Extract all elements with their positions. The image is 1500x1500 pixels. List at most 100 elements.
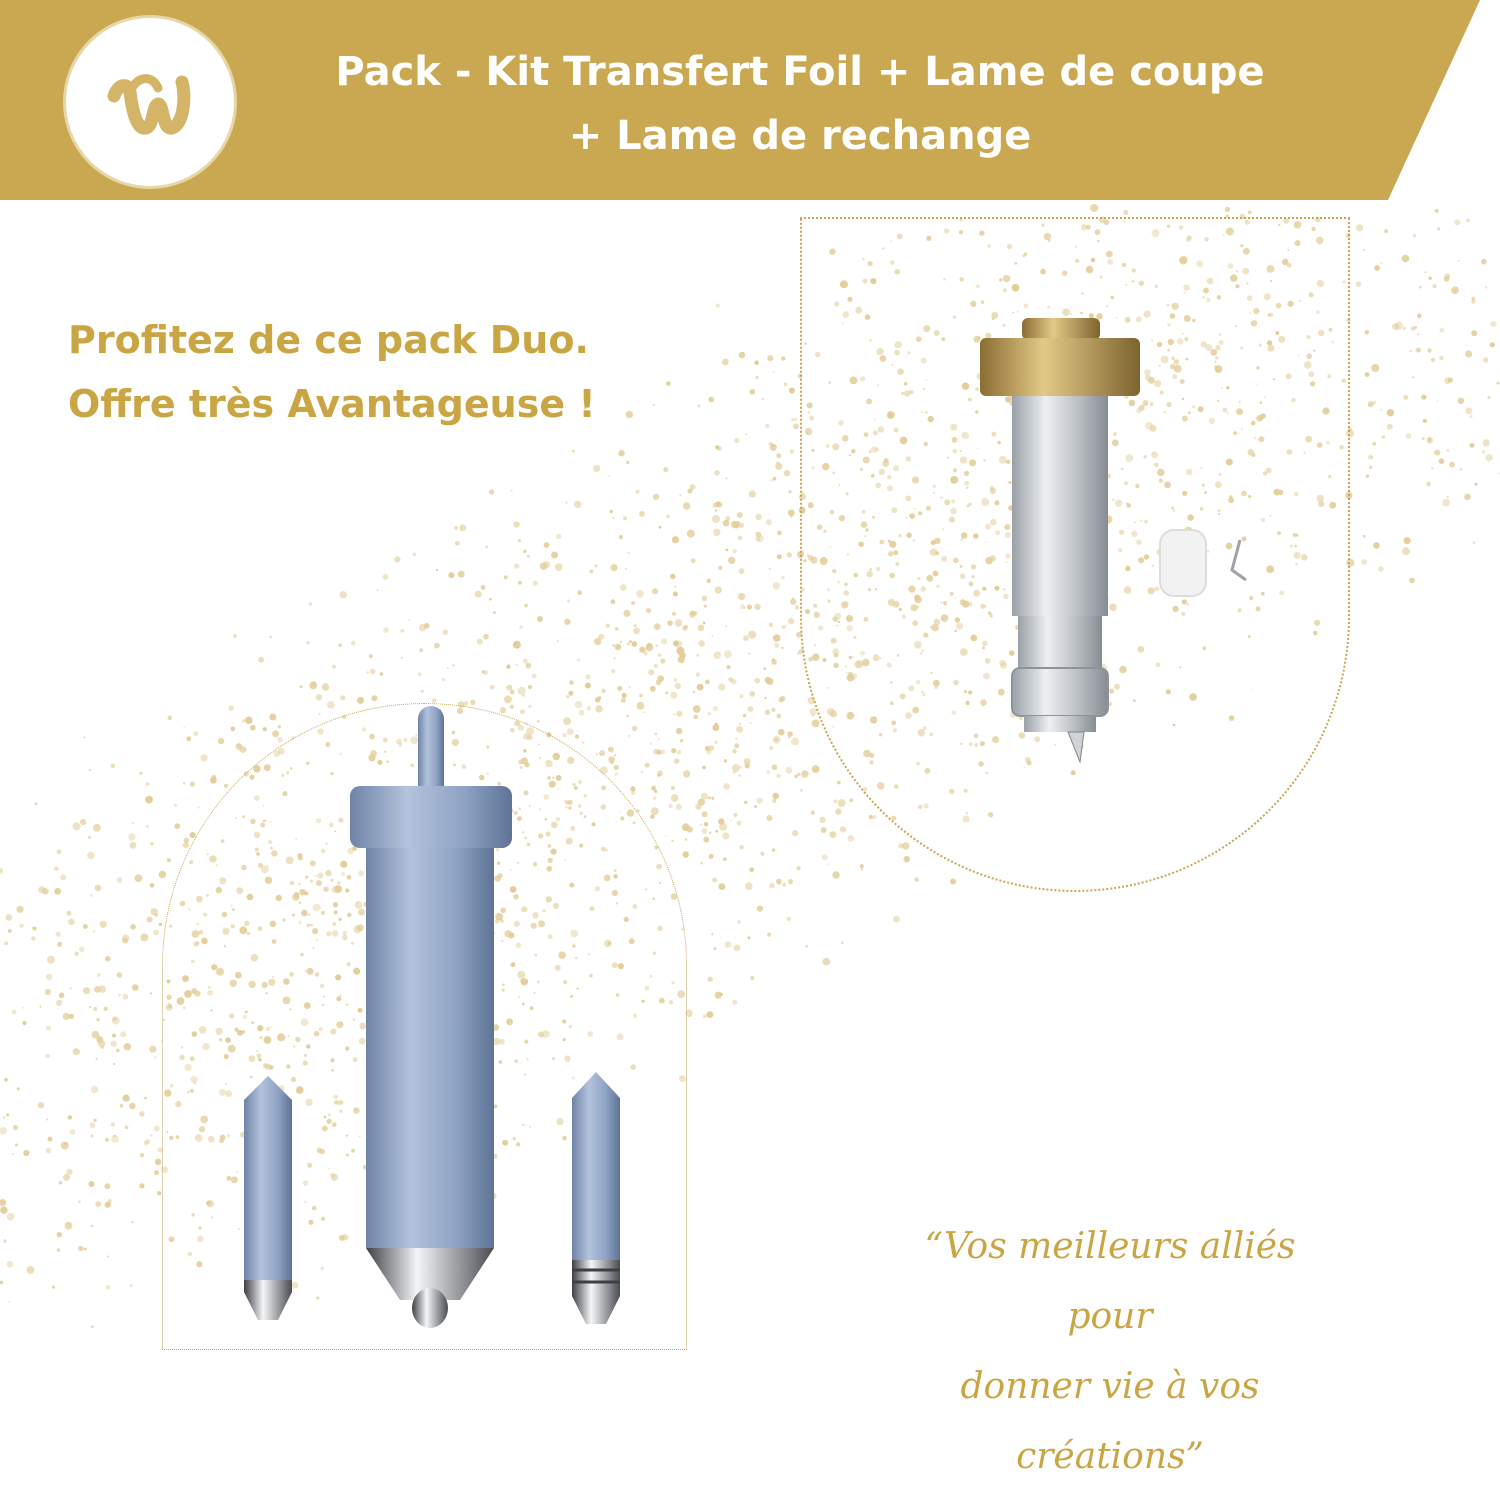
speckle-dot (149, 883, 155, 888)
speckle-dot (302, 1060, 308, 1066)
speckle-dot (1465, 350, 1473, 358)
speckle-dot (980, 603, 986, 609)
speckle-dot (168, 1002, 170, 1005)
speckle-dot (665, 691, 669, 695)
speckle-dot (1471, 299, 1476, 304)
speckle-dot (696, 654, 699, 657)
speckle-dot (72, 1048, 80, 1056)
speckle-dot (940, 601, 943, 604)
speckle-dot (990, 518, 997, 526)
speckle-dot (0, 868, 4, 874)
speckle-dot (166, 994, 172, 1000)
speckle-dot (569, 680, 574, 685)
speckle-dot (492, 1037, 501, 1046)
speckle-dot (224, 1082, 228, 1085)
speckle-dot (737, 920, 741, 924)
speckle-dot (16, 905, 24, 913)
speckle-dot (908, 585, 916, 593)
speckle-dot (290, 1076, 297, 1083)
speckle-dot (1415, 347, 1421, 353)
speckle-dot (772, 476, 777, 481)
speckle-dot (796, 772, 801, 777)
speckle-dot (669, 1000, 674, 1005)
speckle-dot (520, 978, 525, 983)
speckle-dot (926, 574, 934, 582)
speckle-dot (1481, 450, 1485, 454)
speckle-dot (716, 446, 722, 451)
speckle-dot (1143, 554, 1150, 560)
speckle-dot (778, 696, 784, 703)
speckle-dot (23, 1149, 30, 1156)
speckle-dot (483, 633, 489, 640)
speckle-dot (805, 944, 808, 948)
speckle-dot (116, 972, 123, 978)
speckle-dot (275, 719, 277, 721)
speckle-dot (813, 603, 818, 608)
speckle-dot (849, 798, 854, 802)
speckle-dot (0, 1199, 7, 1207)
speckle-dot (140, 933, 149, 942)
speckle-dot (951, 499, 956, 504)
speckle-dot (418, 623, 427, 632)
speckle-dot (725, 516, 731, 521)
speckle-dot (303, 1002, 311, 1009)
speckle-dot (34, 802, 38, 806)
speckle-dot (1372, 441, 1376, 446)
speckle-dot (1004, 524, 1011, 531)
speckle-dot (129, 841, 137, 849)
speckle-dot (733, 944, 741, 952)
speckle-dot (484, 545, 489, 549)
promo-line-2: Offre très Avantageuse ! (68, 382, 596, 426)
speckle-dot (673, 640, 679, 647)
speckle-dot (807, 502, 814, 509)
speckle-dot (1402, 326, 1407, 330)
speckle-dot (910, 604, 918, 612)
speckle-dot (54, 866, 59, 872)
speckle-dot (339, 994, 342, 997)
speckle-dot (625, 410, 634, 419)
speckle-dot (1403, 394, 1409, 400)
speckle-dot (154, 1125, 160, 1132)
speckle-dot (1380, 408, 1382, 411)
speckle-dot (1426, 481, 1431, 487)
speckle-dot (434, 642, 440, 649)
speckle-dot (517, 686, 526, 695)
speckle-dot (1374, 265, 1380, 271)
speckle-dot (327, 701, 335, 709)
speckle-dot (906, 532, 912, 538)
speckle-dot (832, 871, 840, 879)
brand-logo[interactable] (63, 15, 237, 189)
speckle-dot (1409, 349, 1413, 353)
speckle-dot (190, 1075, 198, 1084)
speckle-dot (917, 577, 921, 580)
speckle-dot (738, 568, 745, 574)
speckle-dot (936, 584, 940, 588)
speckle-dot (332, 664, 336, 669)
speckle-dot (636, 701, 645, 710)
speckle-dot (712, 706, 719, 712)
speckle-dot (959, 565, 963, 568)
speckle-dot (794, 774, 798, 779)
speckle-dot (760, 851, 765, 856)
speckle-dot (182, 842, 189, 849)
speckle-dot (671, 839, 674, 843)
speckle-dot (131, 1220, 134, 1224)
speckle-dot (431, 698, 437, 703)
speckle-dot (183, 837, 190, 844)
speckle-dot (1154, 586, 1160, 592)
speckle-dot (879, 539, 885, 545)
speckle-dot (613, 657, 616, 660)
speckle-dot (614, 754, 616, 757)
speckle-dot (1368, 454, 1373, 460)
speckle-dot (283, 978, 290, 985)
speckle-dot (538, 1031, 544, 1038)
speckle-dot (66, 1168, 73, 1175)
speckle-dot (950, 878, 957, 885)
speckle-dot (718, 683, 726, 691)
speckle-dot (143, 1140, 149, 1146)
speckle-dot (788, 490, 792, 494)
speckle-dot (776, 773, 781, 778)
speckle-dot (313, 1030, 320, 1037)
speckle-dot (1126, 503, 1132, 508)
speckle-dot (272, 730, 280, 738)
